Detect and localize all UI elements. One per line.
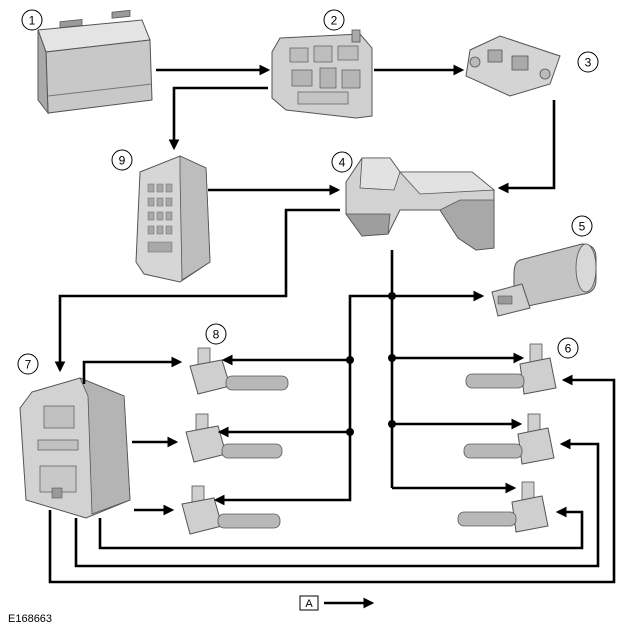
- fuse-box-icon: [135, 155, 211, 283]
- callout-5: 5: [571, 215, 593, 237]
- legend: A: [299, 595, 375, 611]
- callout-7: 7: [17, 353, 39, 375]
- fuse-block-icon: [465, 35, 561, 97]
- wire-junction-to-fuse-box: [168, 86, 268, 151]
- svg-text:5: 5: [579, 220, 586, 234]
- ignition-coil-icon: [185, 413, 283, 463]
- callouts: 1 2 3 4 5 6 7 8 9: [17, 9, 599, 375]
- junction-dot: [388, 420, 396, 428]
- capacitor-icon: [491, 243, 597, 317]
- svg-text:4: 4: [339, 156, 346, 170]
- callout-4: 4: [331, 151, 353, 173]
- callout-8: 8: [205, 323, 227, 345]
- svg-text:8: 8: [213, 328, 220, 342]
- wire-fuse-block-to-relay-box: [497, 100, 556, 194]
- ignition-coil-icon: [465, 343, 557, 395]
- junction-box-icon: [271, 29, 373, 119]
- callout-3: 3: [577, 51, 599, 73]
- wire-trunk-to-left-feeder: [316, 294, 392, 502]
- callout-2: 2: [323, 9, 345, 31]
- control-module-icon: [19, 377, 131, 519]
- ignition-coil-icon: [189, 347, 289, 395]
- wiring-lines: [48, 64, 616, 584]
- wire-relay-box-to-module: [54, 208, 340, 373]
- battery-icon: [37, 9, 153, 115]
- svg-text:2: 2: [331, 14, 338, 28]
- svg-text:6: 6: [565, 342, 572, 356]
- junction-dot: [346, 356, 354, 364]
- ignition-coil-icon: [457, 481, 549, 533]
- callout-1: 1: [21, 9, 43, 31]
- legend-key-box: [299, 595, 319, 611]
- callout-9: 9: [111, 149, 133, 171]
- svg-text:3: 3: [585, 56, 592, 70]
- junction-dot: [388, 292, 396, 300]
- figure-ref: E168663: [8, 613, 52, 625]
- wire-module-to-coil-6b: [74, 438, 600, 568]
- wire-module-to-coil-6a: [48, 374, 616, 584]
- svg-text:9: 9: [119, 154, 126, 168]
- ignition-coil-icon: [463, 413, 555, 465]
- relay-box-icon: [345, 157, 496, 251]
- junction-dot: [346, 428, 354, 436]
- wire-module-to-coil-8a: [82, 356, 183, 384]
- ignition-coil-icon: [181, 485, 281, 535]
- wire-module-to-coil-6c: [98, 506, 584, 550]
- callout-6: 6: [557, 337, 579, 359]
- svg-text:7: 7: [25, 358, 32, 372]
- legend-key-label: A: [305, 598, 313, 610]
- svg-text:1: 1: [29, 14, 36, 28]
- junction-dot: [388, 354, 396, 362]
